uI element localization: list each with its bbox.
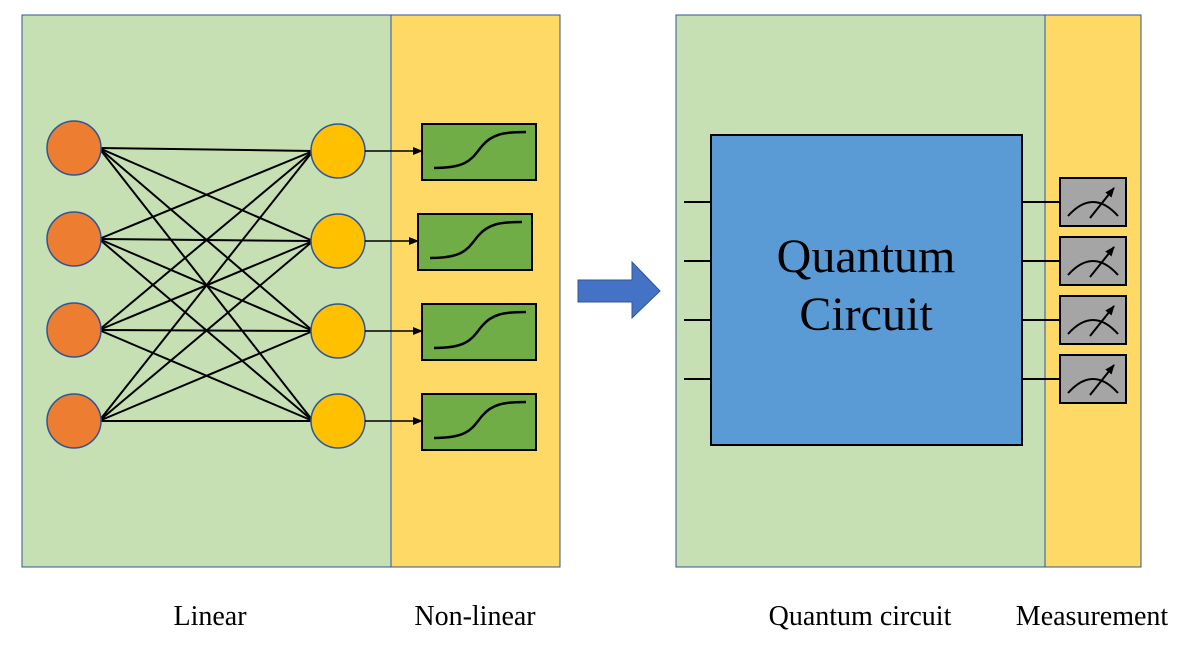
connection-line	[98, 150, 314, 240]
right-arrow-icon	[577, 260, 661, 320]
linear-region	[21, 14, 392, 568]
circuit-output-wires	[1022, 201, 1060, 380]
hidden-node	[310, 393, 366, 449]
hidden-node	[310, 303, 366, 359]
input-layer	[46, 120, 102, 449]
sigmoid-curve-icon	[429, 220, 523, 260]
connection-line	[98, 147, 314, 152]
measurement-meter-icon	[1059, 295, 1127, 345]
meter-dial	[1067, 319, 1119, 335]
activation-arrows	[365, 147, 423, 425]
circuit-label-line2: Circuit	[799, 288, 933, 341]
network-connections	[98, 147, 314, 422]
meter-needle	[1089, 305, 1115, 337]
circuit-input-wires	[684, 201, 711, 380]
caption-measurement: Measurement	[1016, 601, 1169, 632]
meter-dial	[1067, 201, 1119, 217]
measurement-region	[1044, 14, 1142, 568]
hidden-layer	[310, 123, 366, 449]
connection-line	[98, 330, 314, 422]
connection-line	[98, 150, 314, 331]
classical-network-panel	[21, 14, 561, 568]
caption-nonlinear: Non-linear	[414, 601, 536, 632]
measurement-meter-icon	[1059, 354, 1127, 404]
input-node	[46, 393, 102, 449]
measurement-meters	[1059, 177, 1127, 404]
connection-line	[98, 150, 314, 422]
circuit-label-line1: Quantum	[777, 230, 956, 283]
meter-needle	[1089, 187, 1115, 219]
quantum-network-panel: Quantum Circuit	[675, 14, 1142, 568]
nonlinear-region	[390, 14, 561, 568]
hidden-node	[310, 123, 366, 179]
measurement-meter-icon	[1059, 177, 1127, 227]
quantum-circuit-box	[710, 134, 1023, 446]
input-node	[46, 302, 102, 358]
activation-box	[421, 393, 537, 451]
input-node	[46, 211, 102, 267]
connection-line	[98, 240, 314, 422]
hidden-node	[310, 213, 366, 269]
sigmoid-curve-icon	[433, 130, 527, 170]
measurement-meter-icon	[1059, 236, 1127, 286]
meter-dial	[1067, 378, 1119, 394]
sigmoid-curve-icon	[433, 310, 527, 350]
meter-dial	[1067, 260, 1119, 276]
meter-needle	[1089, 246, 1115, 278]
input-node	[46, 120, 102, 176]
meter-needle	[1089, 364, 1115, 396]
sigmoid-curve-icon	[433, 400, 527, 440]
activation-functions	[417, 123, 537, 451]
caption-linear: Linear	[173, 601, 247, 632]
caption-quantum-circuit: Quantum circuit	[769, 601, 952, 632]
